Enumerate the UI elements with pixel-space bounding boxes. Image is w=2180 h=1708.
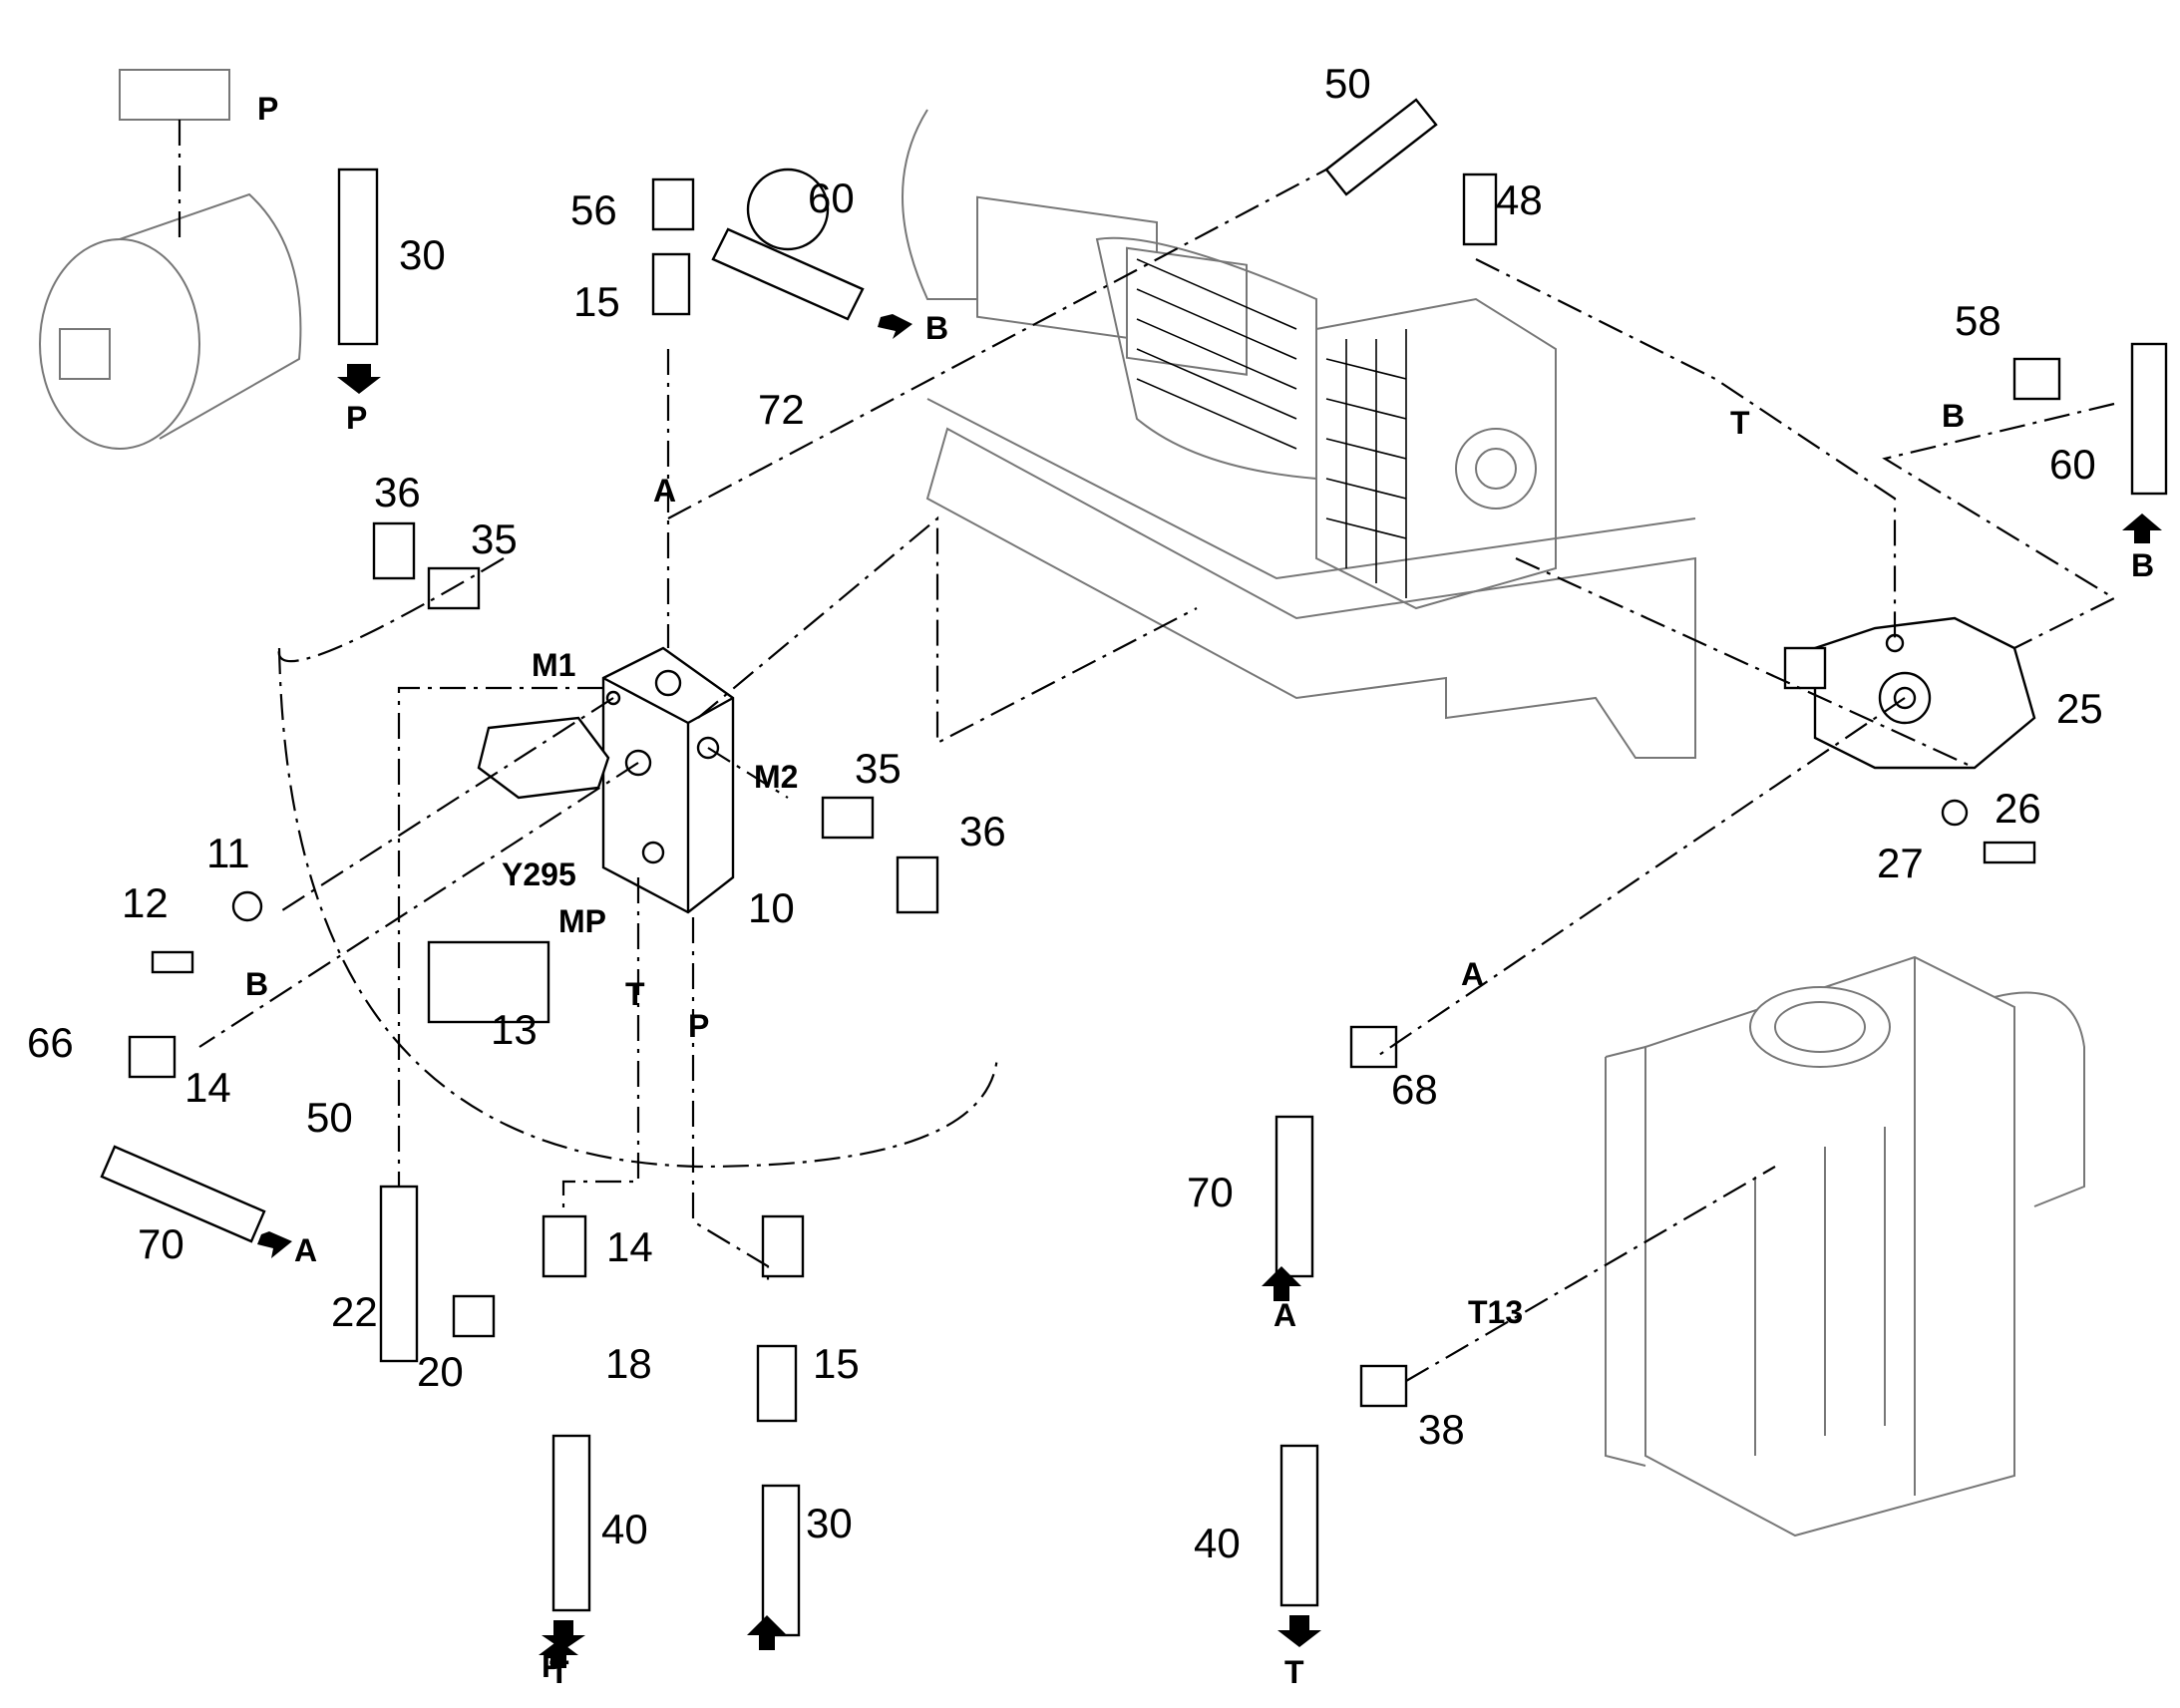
label-58: 58 — [1955, 297, 2001, 344]
label-30-top: 30 — [399, 231, 446, 278]
label-72: 72 — [758, 386, 805, 433]
port-A-bottom: A — [1273, 1297, 1296, 1333]
label-50-top: 50 — [1324, 60, 1371, 107]
port-B-top: B — [925, 310, 948, 346]
port-P-bottom: P — [542, 1648, 562, 1684]
port-P-top: P — [257, 91, 278, 127]
label-30-bottom: 30 — [806, 1500, 853, 1546]
connection-lines — [198, 169, 2117, 1382]
label-10: 10 — [748, 884, 795, 931]
label-70-right: 70 — [1187, 1169, 1234, 1215]
label-40-right: 40 — [1194, 1520, 1241, 1566]
port-P-block: P — [688, 1008, 709, 1044]
port-M1: M1 — [532, 647, 575, 683]
port-T-block: T — [625, 976, 645, 1012]
label-48: 48 — [1496, 176, 1543, 223]
label-70-left: 70 — [138, 1220, 184, 1267]
port-MP: MP — [558, 903, 606, 939]
label-36-right: 36 — [959, 808, 1006, 854]
hydraulic-tank — [1605, 955, 2085, 1537]
port-A-block: A — [653, 473, 676, 509]
label-27: 27 — [1877, 840, 1924, 886]
port-T13: T13 — [1468, 1294, 1523, 1330]
label-20: 20 — [417, 1348, 464, 1395]
port-B-arrow: B — [2131, 547, 2154, 583]
port-T-right: T — [1284, 1654, 1304, 1690]
port-M2: M2 — [754, 759, 798, 795]
port-T-top: T — [1730, 405, 1750, 441]
port-A-right: A — [1461, 956, 1484, 992]
valve-block — [477, 646, 735, 914]
label-50-left: 50 — [306, 1094, 353, 1141]
label-15-top: 15 — [573, 278, 620, 325]
flow-arrows — [257, 314, 2162, 1668]
label-18: 18 — [605, 1340, 652, 1387]
label-26: 26 — [1995, 785, 2041, 832]
label-35-right: 35 — [855, 745, 902, 792]
label-36-left: 36 — [374, 469, 421, 515]
port-P-pump: P — [346, 400, 367, 436]
port-A-left: A — [294, 1232, 317, 1268]
part-number-labels: 30 56 60 15 50 48 58 60 72 36 35 25 35 3… — [27, 60, 2103, 1566]
gear-pump — [39, 69, 302, 450]
port-labels: P P P P A A A A B B B B T T T T M1 M2 MP… — [245, 91, 2154, 1690]
label-40-center: 40 — [601, 1506, 648, 1552]
label-66: 66 — [27, 1019, 74, 1066]
label-12: 12 — [122, 879, 169, 926]
label-38: 38 — [1418, 1406, 1465, 1453]
label-14-left: 14 — [184, 1064, 231, 1111]
label-13: 13 — [491, 1006, 538, 1053]
label-60-right: 60 — [2049, 441, 2096, 488]
hydraulic-motor — [1783, 616, 2036, 770]
port-Y295: Y295 — [502, 856, 576, 892]
label-11: 11 — [206, 830, 250, 876]
fittings — [128, 168, 2061, 1423]
label-56: 56 — [570, 186, 617, 233]
electric-motor — [902, 109, 1696, 759]
label-35-left: 35 — [471, 515, 518, 562]
label-15-bottom: 15 — [813, 1340, 860, 1387]
label-14-center: 14 — [606, 1223, 653, 1270]
port-B-right: B — [1942, 398, 1965, 434]
label-22: 22 — [331, 1288, 378, 1335]
port-T-bottom: T — [549, 1654, 569, 1690]
port-B-left: B — [245, 966, 268, 1002]
label-68: 68 — [1391, 1066, 1438, 1113]
label-60-top: 60 — [808, 174, 855, 221]
hoses — [100, 98, 2168, 1637]
label-25: 25 — [2056, 685, 2103, 732]
